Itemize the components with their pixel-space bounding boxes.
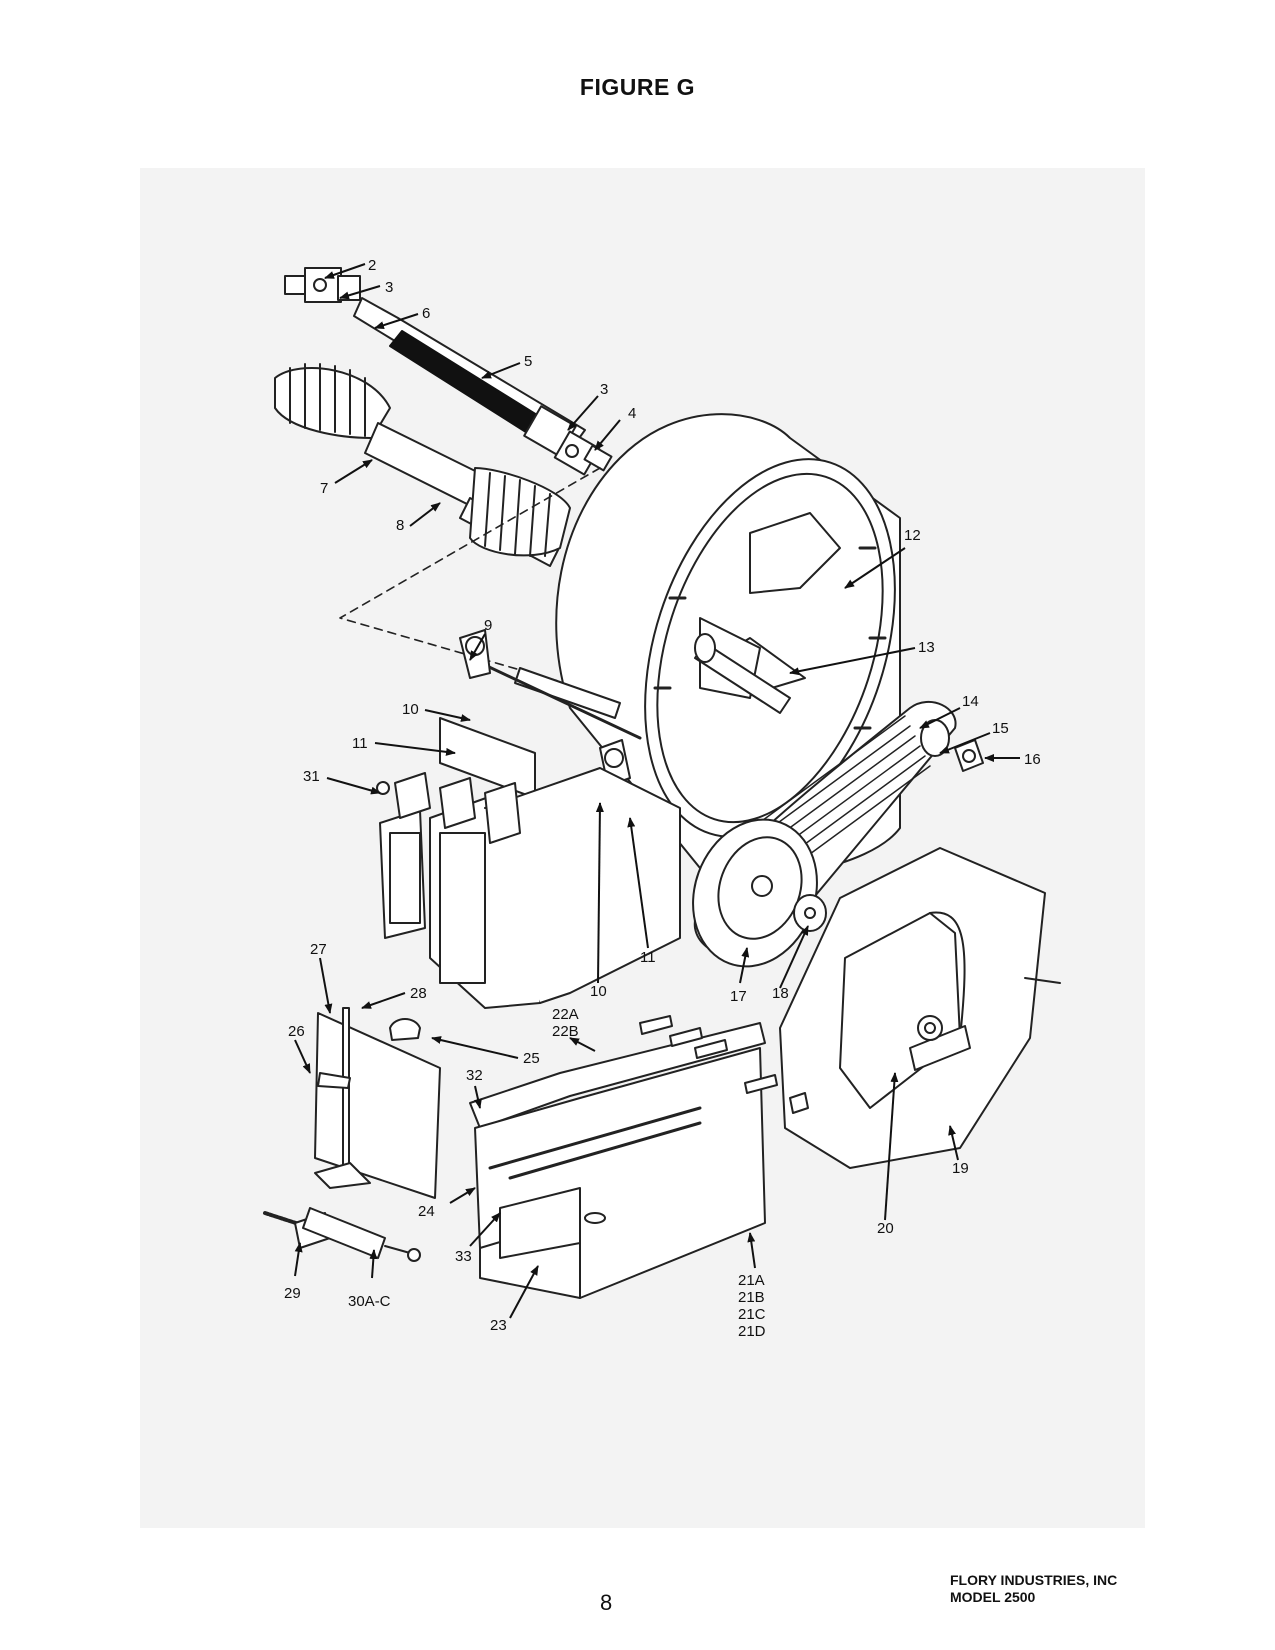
bellows-shaft-drawing xyxy=(274,363,571,567)
diagram-drawing: 2 3 6 5 3 4 7 8 12 13 9 10 11 31 14 15 1… xyxy=(263,257,1061,1340)
callout-6: 6 xyxy=(422,305,430,322)
callout-21b: 21B xyxy=(738,1289,765,1306)
callout-17: 17 xyxy=(730,988,747,1005)
callout-26: 26 xyxy=(288,1023,305,1040)
callout-10-upper: 10 xyxy=(402,701,419,718)
callout-8: 8 xyxy=(396,517,404,534)
callout-2: 2 xyxy=(368,257,376,274)
callout-5: 5 xyxy=(524,353,532,370)
mount-plate-drawing xyxy=(314,1007,441,1199)
callout-23: 23 xyxy=(490,1317,507,1334)
exploded-parts-diagram: 2 3 6 5 3 4 7 8 12 13 9 10 11 31 14 15 1… xyxy=(140,168,1145,1528)
callout-19: 19 xyxy=(952,1160,969,1177)
callout-13: 13 xyxy=(918,639,935,656)
page-number: 8 xyxy=(600,1590,613,1615)
callout-21a: 21A xyxy=(738,1272,765,1289)
callout-16: 16 xyxy=(1024,751,1041,768)
callout-15: 15 xyxy=(992,720,1009,737)
callout-24: 24 xyxy=(418,1203,435,1220)
callout-labels: 2 3 6 5 3 4 7 8 12 13 9 10 11 31 14 15 1… xyxy=(284,257,1041,1340)
callout-33: 33 xyxy=(455,1248,472,1265)
callout-18: 18 xyxy=(772,985,789,1002)
callout-21d: 21D xyxy=(738,1323,766,1340)
callout-28: 28 xyxy=(410,985,427,1002)
callout-29: 29 xyxy=(284,1285,301,1302)
company-name: FLORY INDUSTRIES, INC xyxy=(950,1572,1118,1588)
callout-3-lower: 3 xyxy=(600,381,608,398)
callout-32: 32 xyxy=(466,1067,483,1084)
hood-shroud-drawing xyxy=(779,847,1061,1169)
callout-11-lower: 11 xyxy=(640,949,656,966)
callout-7: 7 xyxy=(320,480,328,497)
fan-housing-drawing xyxy=(555,413,901,877)
callout-20: 20 xyxy=(877,1220,894,1237)
callout-10-lower: 10 xyxy=(590,983,607,1000)
callout-22b: 22B xyxy=(552,1023,579,1040)
callout-9: 9 xyxy=(484,617,492,634)
callout-22a: 22A xyxy=(552,1006,579,1023)
model-name: MODEL 2500 xyxy=(950,1589,1036,1605)
callout-21c: 21C xyxy=(738,1306,766,1323)
company-block: FLORY INDUSTRIES, INC MODEL 2500 xyxy=(950,1572,1117,1606)
callout-27: 27 xyxy=(310,941,327,958)
callout-30a-c: 30A-C xyxy=(348,1293,391,1310)
callout-25: 25 xyxy=(523,1050,540,1067)
hopper-assembly-drawing xyxy=(469,1015,778,1299)
callout-12: 12 xyxy=(904,527,921,544)
callout-11-upper: 11 xyxy=(352,735,368,752)
hydraulic-cylinder-drawing xyxy=(263,1207,421,1262)
callout-3-upper: 3 xyxy=(385,279,393,296)
callout-14: 14 xyxy=(962,693,979,710)
belt-drive-drawing xyxy=(692,701,984,968)
callout-31: 31 xyxy=(303,768,320,785)
callout-4: 4 xyxy=(628,405,636,422)
figure-title: FIGURE G xyxy=(579,74,696,100)
leader-arrows xyxy=(294,263,1020,1319)
